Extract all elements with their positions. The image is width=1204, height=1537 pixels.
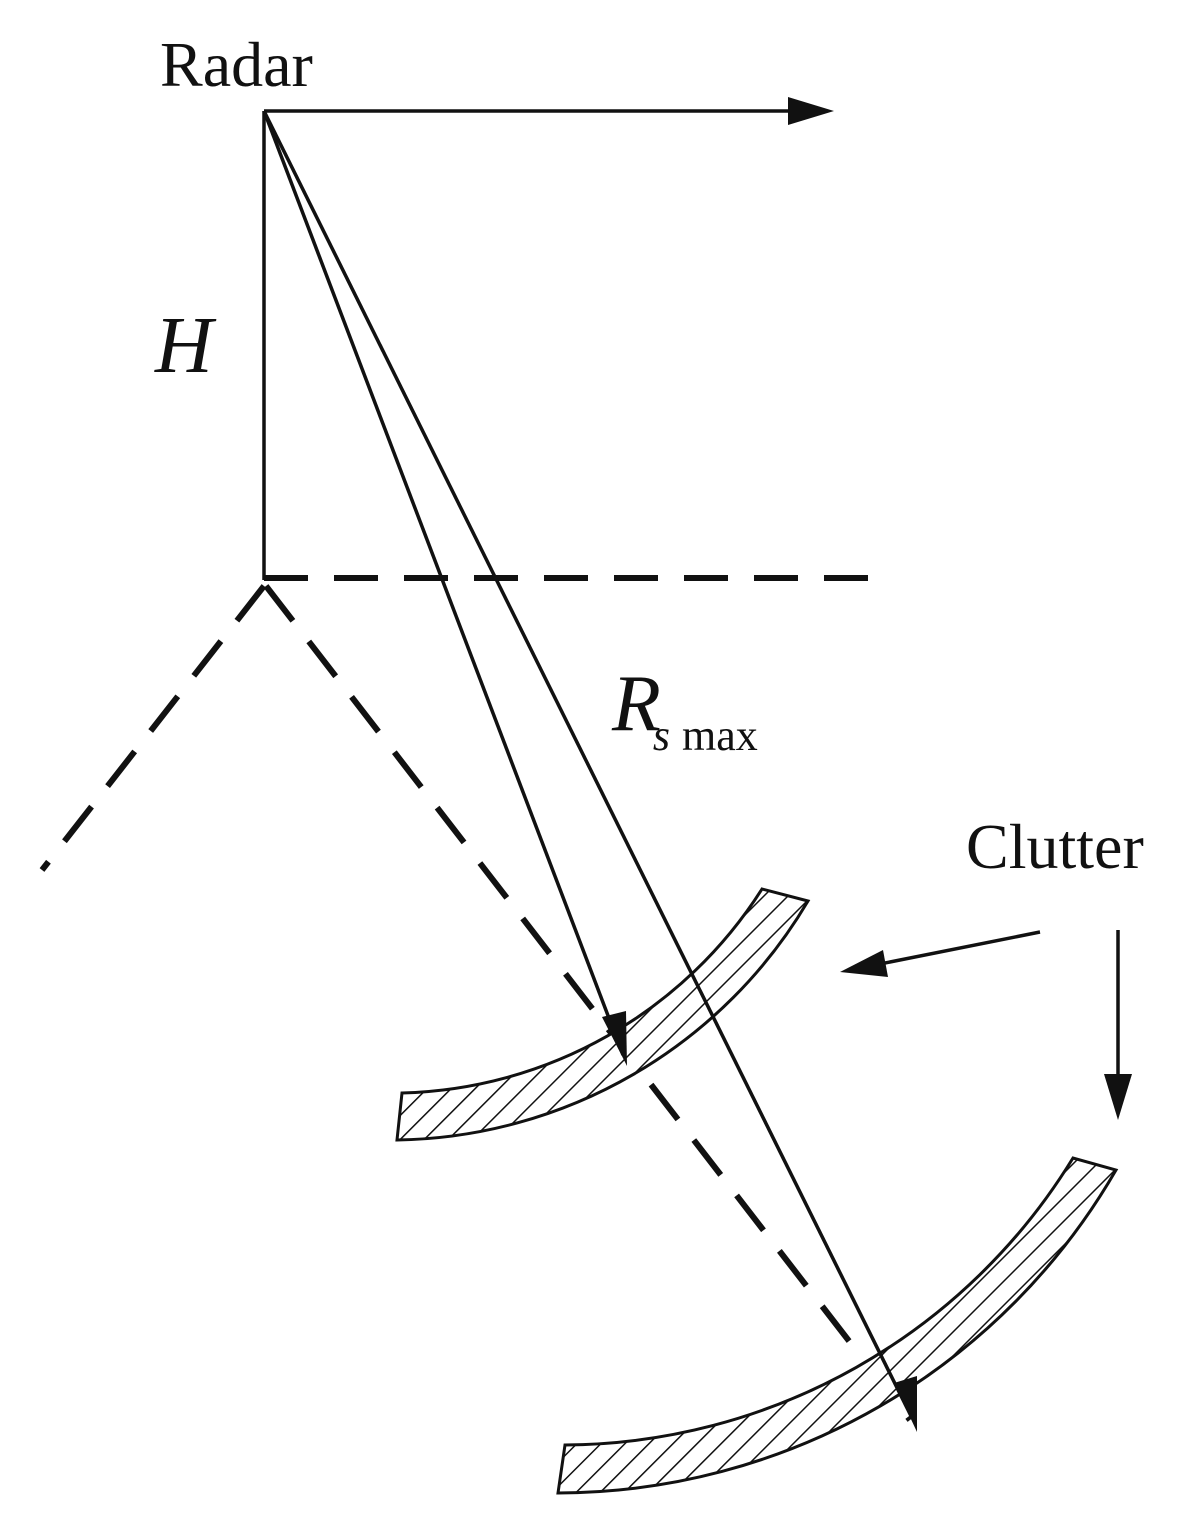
slant-range-line-near bbox=[262, 110, 625, 1056]
clutter-pointer-arrowhead-down bbox=[1104, 1074, 1132, 1120]
clutter-pointer-arrow-left bbox=[879, 930, 1041, 966]
left-dashed-line bbox=[39, 584, 267, 872]
altitude-label: H bbox=[154, 302, 217, 390]
right-dashed-line bbox=[263, 584, 913, 1422]
max-range-subscript-max: max bbox=[682, 711, 758, 760]
radar-label: Radar bbox=[160, 29, 313, 100]
slant-range-line-far bbox=[262, 110, 914, 1419]
max-range-subscript-s: s bbox=[653, 711, 670, 760]
slant-range-arrowhead-near bbox=[602, 1011, 627, 1066]
velocity-arrowhead bbox=[788, 97, 834, 125]
max-range-symbol: R bbox=[611, 660, 661, 748]
slant-range-arrowhead-far bbox=[894, 1376, 917, 1432]
clutter-pointer-arrowhead-left bbox=[840, 950, 888, 977]
clutter-label: Clutter bbox=[966, 811, 1144, 882]
near-clutter-band bbox=[395, 887, 811, 1142]
far-clutter-band bbox=[556, 1156, 1119, 1495]
